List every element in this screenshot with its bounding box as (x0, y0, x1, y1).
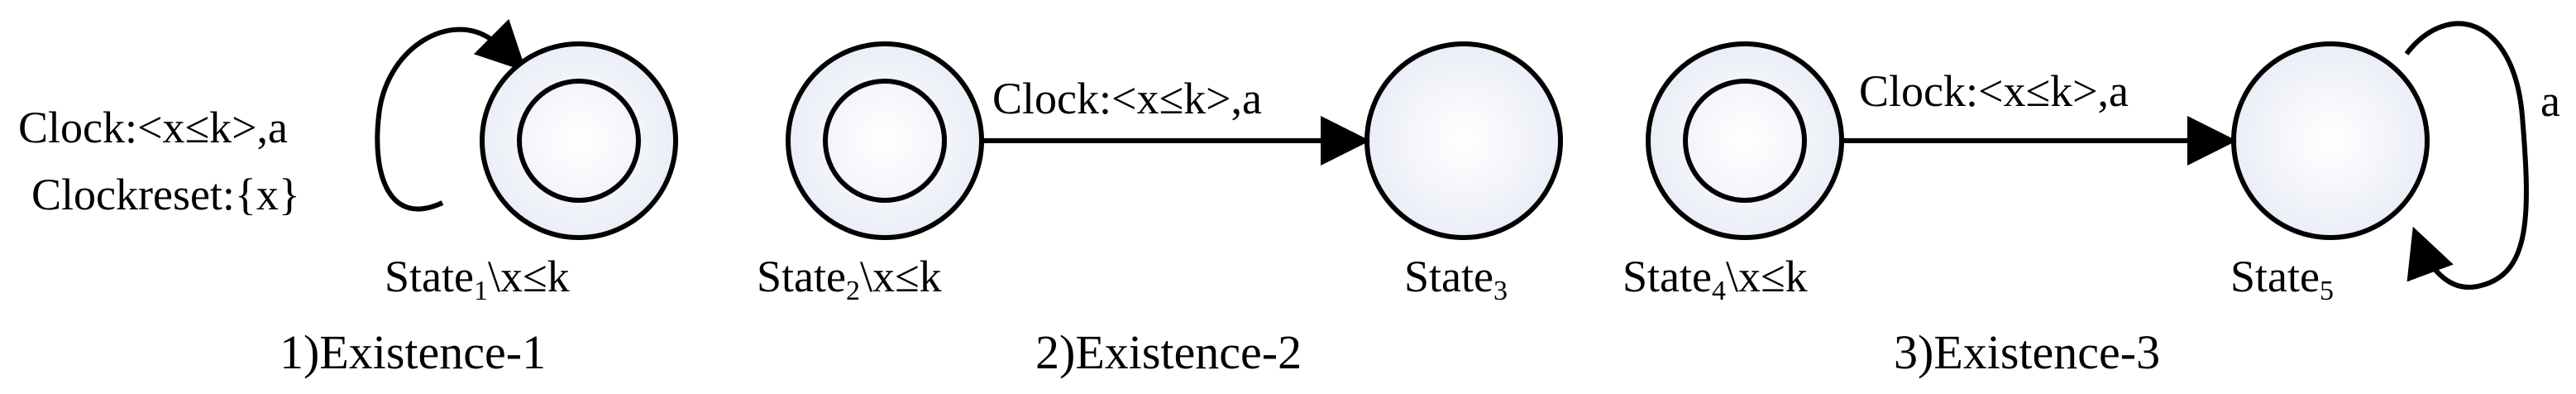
state-2-label: State2\x≤k (757, 252, 942, 306)
state-3-label: State3 (1404, 252, 1508, 306)
state-1-label: State1\x≤k (385, 252, 570, 306)
caption-existence-2: 2)Existence-2 (1035, 325, 1302, 379)
self-loop-edge (2404, 21, 2529, 290)
edge-label-clock-reset: Clockreset:{x} (31, 170, 300, 219)
caption-existence-3: 3)Existence-3 (1894, 325, 2160, 379)
self-loop-edge (375, 18, 527, 212)
state-1-inner (517, 79, 641, 203)
state-1-outer (480, 41, 678, 240)
state-4-outer (1646, 41, 1844, 240)
state-4-inner (1683, 79, 1807, 203)
state-5 (2231, 41, 2430, 240)
state-4-label: State4\x≤k (1623, 252, 1808, 306)
panel-existence-2: Clock:<x≤k>,a State2\x≤k State3 2)Existe… (757, 41, 1563, 379)
panel-existence-3: Clock:<x≤k>,a a State4\x≤k State5 3)Exis… (1623, 21, 2560, 379)
state-2-inner (823, 79, 947, 203)
state-3 (1364, 41, 1563, 240)
state-5-label: State5 (2230, 252, 2334, 306)
state-2-outer (786, 41, 984, 240)
edge-label-clock-guard: Clock:<x≤k>,a (18, 103, 288, 152)
edge-label-clock-guard: Clock:<x≤k>,a (1859, 66, 2129, 116)
caption-existence-1: 1)Existence-1 (280, 325, 546, 379)
panel-existence-1: Clock:<x≤k>,a Clockreset:{x} State1\x≤k … (18, 18, 678, 379)
edge-label-clock-guard: Clock:<x≤k>,a (992, 74, 1262, 123)
loop-label-a: a (2540, 76, 2560, 126)
